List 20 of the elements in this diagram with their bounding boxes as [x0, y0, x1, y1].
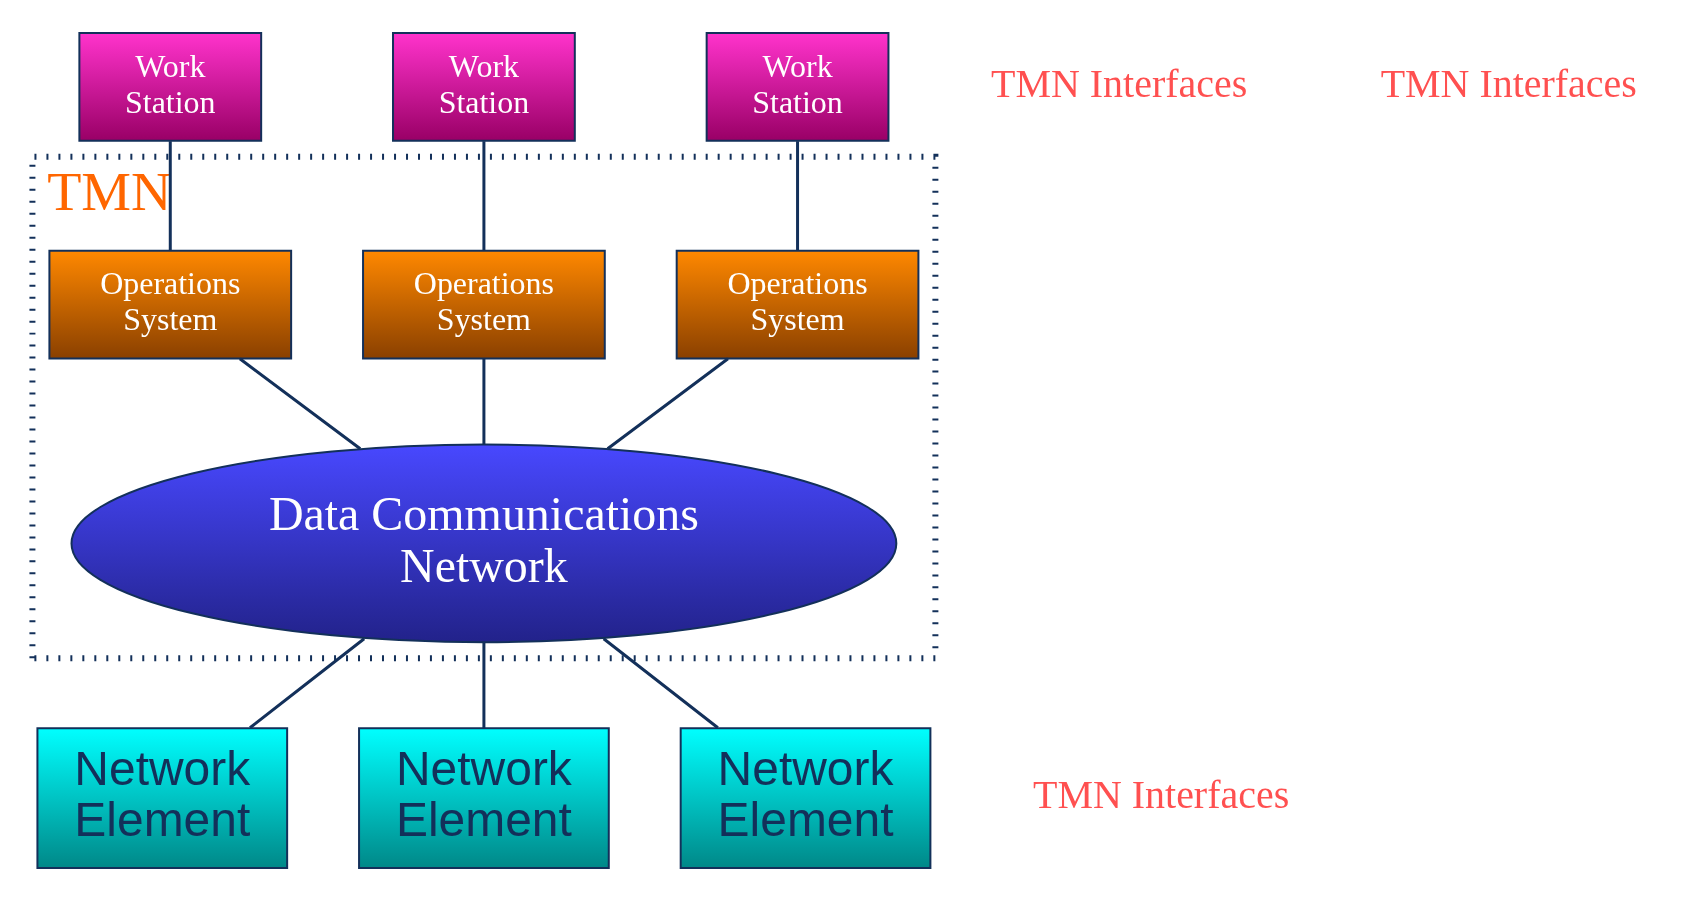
connector: [482, 140, 486, 250]
node-box: Work Station: [392, 31, 576, 142]
node-box: Network Element: [358, 726, 610, 869]
label: TMN Interfaces: [1033, 771, 1290, 817]
label: TMN Interfaces: [1380, 60, 1637, 106]
node-box: Operations System: [362, 249, 606, 360]
node-box: Operations System: [675, 249, 920, 360]
connector: [796, 140, 800, 250]
connector: [482, 358, 486, 444]
node-box: Work Station: [705, 31, 890, 142]
node-box: Operations System: [48, 249, 293, 360]
node-box: Work Station: [78, 31, 263, 142]
connector: [606, 357, 729, 450]
label: TMN Interfaces: [991, 60, 1248, 106]
connector: [238, 357, 362, 450]
node-box: Network Element: [36, 726, 289, 869]
connector: [168, 140, 172, 250]
node-ellipse: Data Communications Network: [70, 443, 898, 643]
connector: [482, 641, 486, 728]
node-box: Network Element: [679, 726, 932, 869]
